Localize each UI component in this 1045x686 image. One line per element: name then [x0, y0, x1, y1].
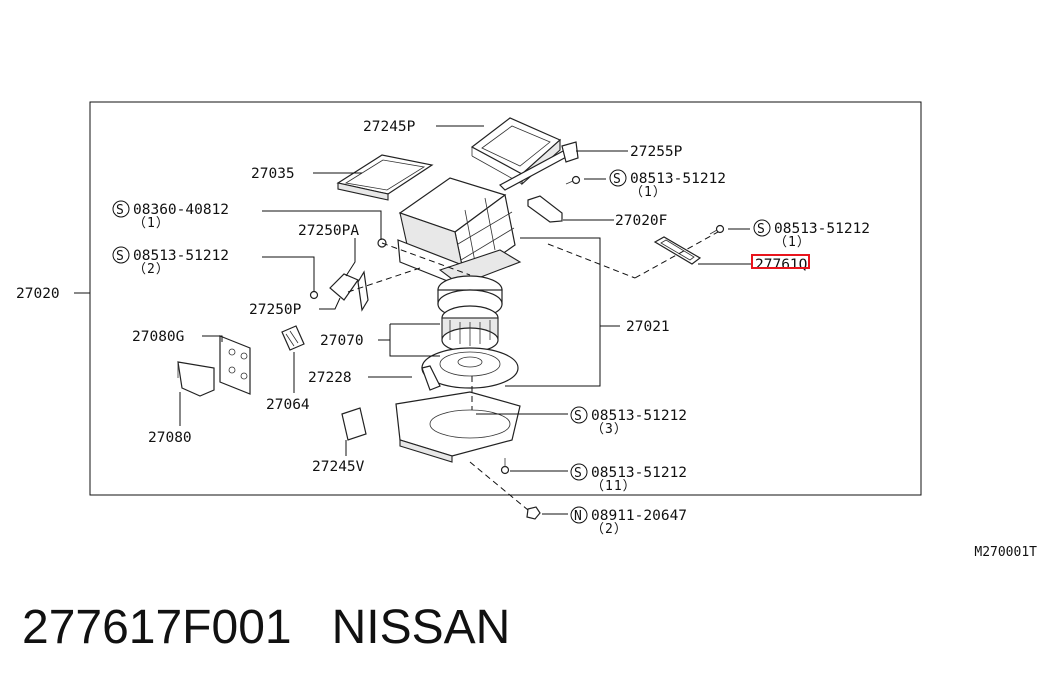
footer-part-number: 277617F001 [22, 601, 292, 654]
label-27245V[interactable]: 27245V [312, 459, 365, 475]
part-27070-fan-drawing [437, 275, 503, 353]
fastener-f6-code[interactable]: 08513-51212 [591, 465, 687, 481]
label-27250P[interactable]: 27250P [249, 302, 302, 318]
label-27070[interactable]: 27070 [320, 333, 364, 349]
dashed-trace-lines [347, 231, 719, 511]
fastener-f2-code[interactable]: 08360-40812 [133, 202, 229, 218]
fastener-f5-code[interactable]: 08513-51212 [591, 408, 687, 424]
label-assembly-27020[interactable]: 27020 [16, 286, 60, 302]
fastener-f6-symbol: S [574, 466, 583, 481]
fastener-f2-qty: （1） [133, 216, 170, 231]
fastener-s-circle-icon [570, 463, 588, 481]
fastener-s-circle-icon [570, 406, 588, 424]
label-27021[interactable]: 27021 [626, 319, 670, 335]
footer-brand: NISSAN [331, 601, 511, 654]
label-27035[interactable]: 27035 [251, 166, 295, 182]
reference-code: M270001T [974, 545, 1037, 560]
label-27228[interactable]: 27228 [308, 370, 352, 386]
fastener-f2-symbol: S [116, 203, 125, 218]
diagram-frame [89, 101, 922, 496]
fastener-f1-qty: （1） [630, 185, 667, 200]
label-27064[interactable]: 27064 [266, 397, 310, 413]
fastener-f5-symbol: S [574, 409, 583, 424]
fastener-f4-symbol: S [116, 249, 125, 264]
part-27245P-drawing [470, 117, 562, 186]
part-27021-housing-drawing [397, 177, 522, 291]
part-27020F-drawing [527, 195, 563, 223]
part-27035-drawing [336, 154, 434, 201]
fastener-f3-qty: （1） [774, 235, 811, 250]
part-27255P-drawing [499, 141, 579, 191]
part-27228-drawing [421, 347, 519, 391]
fastener-f4-code[interactable]: 08513-51212 [133, 248, 229, 264]
fastener-f1-code[interactable]: 08513-51212 [630, 171, 726, 187]
fastener-f3-code[interactable]: 08513-51212 [774, 221, 870, 237]
fastener-f1-symbol: S [613, 172, 622, 187]
fastener-s-circle-icon [609, 169, 627, 187]
fastener-f7-symbol: N [574, 509, 583, 524]
label-27255P[interactable]: 27255P [630, 144, 683, 160]
label-27080[interactable]: 27080 [148, 430, 192, 446]
part-27250-drawing [329, 270, 369, 312]
label-27245P[interactable]: 27245P [363, 119, 416, 135]
fastener-s-circle-icon [112, 200, 130, 218]
fastener-f3-symbol: S [757, 222, 766, 237]
fastener-f4-qty: （2） [133, 262, 170, 277]
part-27080-drawing [177, 335, 251, 397]
fastener-f5-qty: （3） [591, 422, 628, 437]
label-27250PA[interactable]: 27250PA [298, 223, 359, 239]
label-27080G[interactable]: 27080G [132, 329, 184, 345]
fastener-f7-qty: （2） [591, 522, 628, 537]
label-27020F[interactable]: 27020F [615, 213, 667, 229]
fastener-f6-qty: （11） [591, 479, 637, 494]
part-lower-housing-drawing [341, 391, 521, 463]
part-27064-drawing [281, 325, 305, 351]
fastener-n-circle-icon [570, 506, 588, 524]
highlight-box [751, 254, 810, 269]
leader-lines [179, 125, 752, 515]
fastener-f7-code[interactable]: 08911-20647 [591, 508, 687, 524]
part-27761Q-drawing [653, 236, 702, 265]
fastener-s-circle-icon [753, 219, 771, 237]
label-27761Q-highlighted[interactable]: 27761Q [755, 257, 807, 273]
fastener-s-circle-icon [112, 246, 130, 264]
footer-caption: 277617F001 NISSAN [22, 596, 510, 660]
